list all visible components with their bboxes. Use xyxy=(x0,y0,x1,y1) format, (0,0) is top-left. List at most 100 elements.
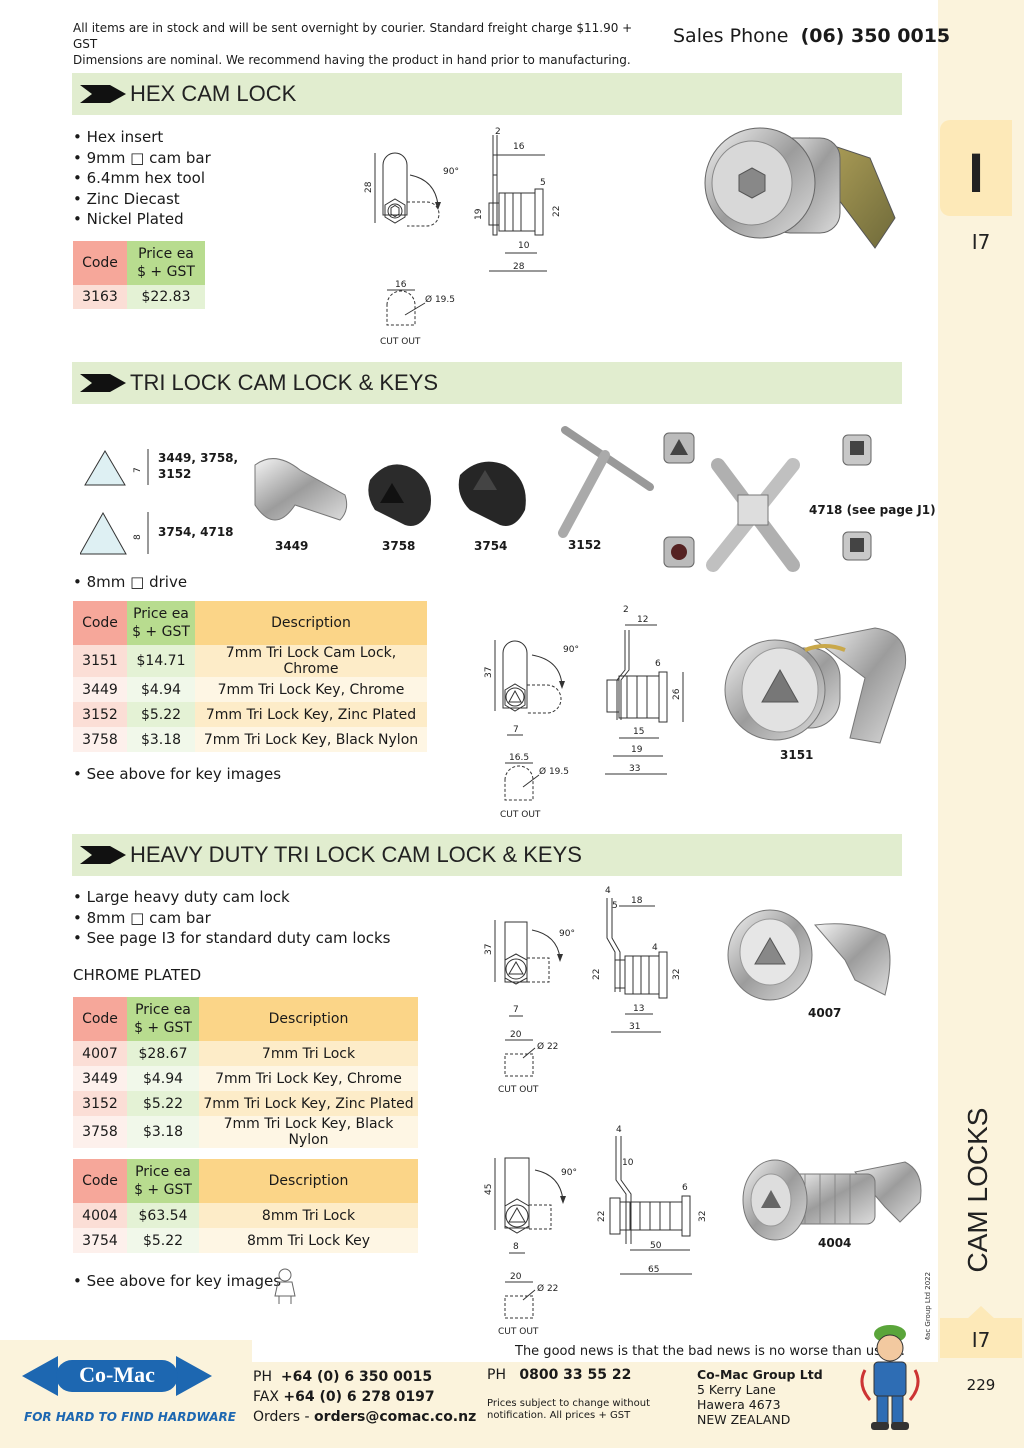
comac-logo-icon xyxy=(22,1356,212,1396)
hex-side-drawing: 2 16 5 22 19 10 28 xyxy=(474,127,562,272)
mascot-small-icon xyxy=(274,1268,296,1304)
svg-text:Ø 19.5: Ø 19.5 xyxy=(539,766,569,777)
svg-text:65: 65 xyxy=(648,1265,659,1275)
triangle-7mm-diagram: 7 xyxy=(84,449,149,486)
footer-fax[interactable]: +64 (0) 6 278 0197 xyxy=(283,1389,435,1405)
svg-text:37: 37 xyxy=(484,944,494,955)
svg-text:6: 6 xyxy=(655,659,661,669)
footer-contact: PH +64 (0) 6 350 0015 FAX +64 (0) 6 278 … xyxy=(253,1369,477,1425)
footer-orders-email[interactable]: orders@comac.co.nz xyxy=(314,1409,477,1425)
svg-text:90°: 90° xyxy=(559,929,575,939)
svg-text:7: 7 xyxy=(133,467,143,473)
key-3449-photo xyxy=(254,458,348,521)
section-header-heavy: HEAVY DUTY TRI LOCK CAM LOCK & KEYS xyxy=(72,834,902,876)
svg-text:6: 6 xyxy=(682,1183,688,1193)
svg-text:12: 12 xyxy=(637,615,648,625)
sales-phone-number[interactable]: (06) 350 0015 xyxy=(800,25,951,47)
section-letter-tab[interactable]: I xyxy=(940,120,1012,216)
svg-text:18: 18 xyxy=(631,896,643,906)
heavy-4004-side-drawing: 4 10 6 22 32 50 65 xyxy=(597,1125,708,1275)
svg-text:22: 22 xyxy=(592,969,602,980)
heavy-see-above-note: • See above for key images xyxy=(73,1272,282,1290)
section-letter: I xyxy=(968,141,984,204)
hex-cutout-drawing: 16 Ø 19.5 CUT OUT xyxy=(380,280,455,347)
key-3758-photo xyxy=(368,464,431,526)
svg-text:7: 7 xyxy=(513,725,519,735)
adapter-4718-photo xyxy=(663,432,800,572)
bottom-section-tab[interactable] xyxy=(940,1318,1022,1358)
svg-text:26: 26 xyxy=(672,688,682,700)
hex-cam-lock-photo xyxy=(704,127,896,249)
svg-text:8: 8 xyxy=(513,1242,519,1252)
footer-freephone-number[interactable]: 0800 33 55 22 xyxy=(519,1367,632,1383)
svg-text:2: 2 xyxy=(495,127,501,137)
svg-text:22: 22 xyxy=(597,1211,607,1222)
svg-text:Ø 19.5: Ø 19.5 xyxy=(425,294,455,305)
svg-text:33: 33 xyxy=(629,764,640,774)
svg-text:32: 32 xyxy=(698,1211,708,1222)
heavy-4004-cutout-drawing: 20 Ø 22 CUT OUT xyxy=(498,1272,558,1337)
svg-text:90°: 90° xyxy=(561,1168,577,1178)
tri-front-drawing: 37 90° 7 xyxy=(484,640,579,736)
tri-cutout-drawing: 16.5 Ø 19.5 CUT OUT xyxy=(500,753,569,820)
svg-text:10: 10 xyxy=(622,1158,634,1168)
svg-text:28: 28 xyxy=(364,181,374,193)
svg-text:CUT OUT: CUT OUT xyxy=(498,1085,539,1095)
section-header-tri: TRI LOCK CAM LOCK & KEYS xyxy=(72,362,902,404)
heavy-4004-caption: 4004 xyxy=(818,1236,852,1250)
comac-logo[interactable]: Co-Mac xyxy=(22,1350,212,1402)
price-note: Prices subject to change without notific… xyxy=(487,1398,650,1421)
triangle-8mm-diagram: 8 xyxy=(80,511,149,555)
triangle-7mm-codes: 3449, 3758, 3152 xyxy=(158,451,239,481)
svg-text:Ø 22: Ø 22 xyxy=(537,1041,558,1052)
tri-drive-note: • 8mm □ drive xyxy=(73,573,188,591)
svg-text:8: 8 xyxy=(133,534,143,540)
svg-text:90°: 90° xyxy=(563,645,579,655)
key-3152-photo xyxy=(558,426,654,538)
footer-freephone: PH 0800 33 55 22 xyxy=(487,1367,632,1383)
svg-text:5: 5 xyxy=(612,901,618,911)
svg-text:CUT OUT: CUT OUT xyxy=(380,337,421,347)
shipping-notice: All items are in stock and will be sent … xyxy=(73,21,633,67)
svg-text:4: 4 xyxy=(605,886,611,896)
adapter-sockets-photo xyxy=(842,434,872,561)
svg-text:4: 4 xyxy=(652,943,658,953)
triangle-8mm-codes: 3754, 4718 xyxy=(158,525,234,539)
arrow-icon xyxy=(80,85,126,103)
svg-text:28: 28 xyxy=(513,262,525,272)
svg-text:45: 45 xyxy=(484,1184,494,1195)
svg-text:CUT OUT: CUT OUT xyxy=(500,810,541,820)
svg-text:22: 22 xyxy=(552,206,562,217)
footer-phone[interactable]: +64 (0) 6 350 0015 xyxy=(280,1369,433,1385)
key-3152-caption: 3152 xyxy=(568,538,602,552)
section-code: I7 xyxy=(971,230,991,254)
svg-text:90°: 90° xyxy=(443,167,459,177)
table-row[interactable]: 3163$22.83 xyxy=(73,285,205,309)
heavy-4004-photo xyxy=(742,1159,922,1241)
svg-text:31: 31 xyxy=(629,1022,640,1032)
heavy-4007-front-drawing: 37 90° 7 xyxy=(484,920,575,1017)
key-3754-photo xyxy=(458,461,526,526)
hex-front-drawing: 28 90° xyxy=(364,152,459,227)
heavy-4007-cutout-drawing: 20 Ø 22 CUT OUT xyxy=(498,1030,558,1095)
section-header-hex: HEX CAM LOCK xyxy=(72,73,902,115)
svg-text:15: 15 xyxy=(633,727,644,737)
svg-text:19: 19 xyxy=(474,208,484,220)
svg-text:7: 7 xyxy=(513,1005,519,1015)
heavy-4007-side-drawing: 4 5 18 4 22 32 13 31 xyxy=(592,886,682,1033)
mascot-icon xyxy=(860,1325,920,1430)
